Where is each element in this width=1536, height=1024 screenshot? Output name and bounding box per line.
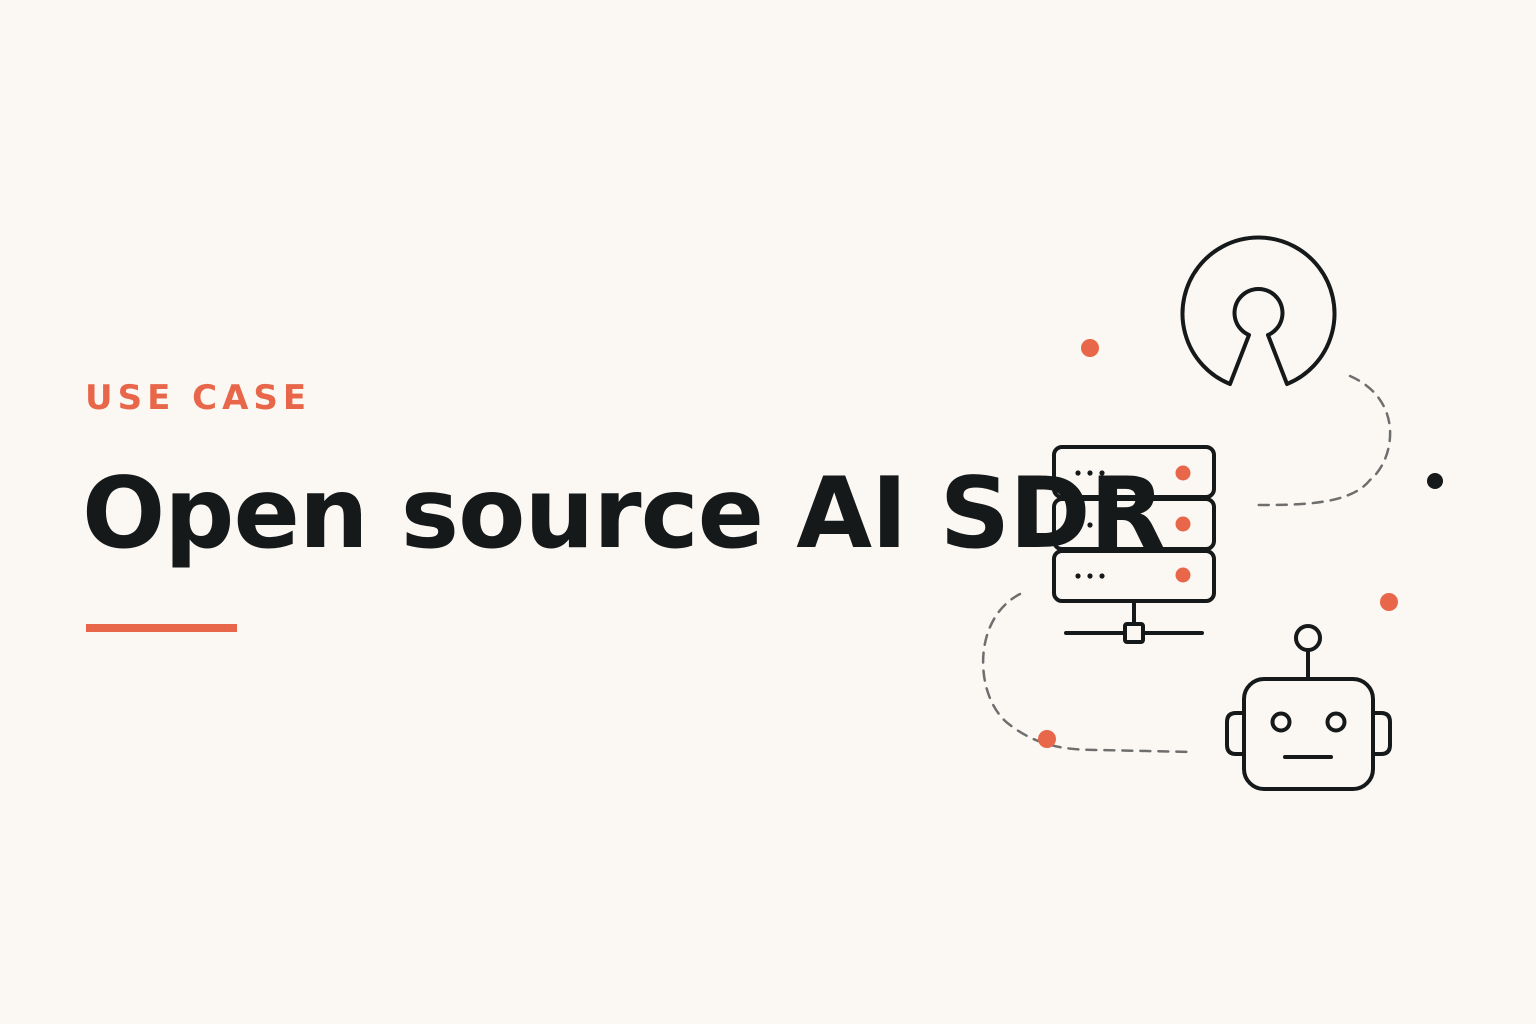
robot-left-eye	[1270, 711, 1292, 733]
dashed-connector-logo-to-server	[1254, 374, 1392, 507]
decorative-dot	[1427, 473, 1443, 489]
robot-left-ear	[1225, 711, 1246, 756]
server-status-leds	[1175, 465, 1191, 583]
robot-right-ear	[1371, 711, 1392, 756]
robot-head	[1242, 677, 1375, 791]
dashed-connector-server-to-robot	[981, 592, 1194, 754]
server-rack-icon	[1052, 445, 1216, 644]
server-indicator-dots	[1075, 470, 1105, 579]
network-node	[1123, 622, 1145, 644]
decorative-dot	[1038, 730, 1056, 748]
robot-icon	[1225, 624, 1392, 791]
robot-antenna-tip	[1294, 624, 1322, 652]
decorative-dot	[1081, 339, 1099, 357]
accent-underline	[86, 624, 237, 632]
robot-right-eye	[1325, 711, 1347, 733]
open-source-logo-icon	[1180, 235, 1337, 386]
decorative-dot	[1380, 593, 1398, 611]
page-title: Open source AI SDR	[82, 457, 1165, 571]
eyebrow-label: USE CASE	[85, 378, 312, 418]
